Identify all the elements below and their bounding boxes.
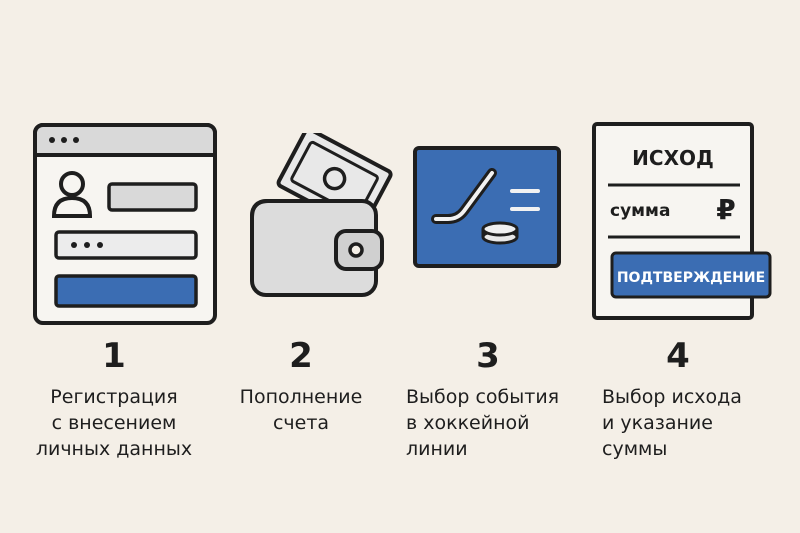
outcome-label: ИСХОД	[632, 146, 714, 170]
step-number: 4	[666, 336, 690, 376]
step-caption: Выбор исхода и указание суммы	[602, 386, 742, 460]
step-number: 3	[476, 336, 500, 376]
step-caption: Выбор события в хоккейной линии	[406, 386, 560, 460]
hockey-line-icon	[413, 146, 561, 268]
wallet-icon	[250, 133, 393, 297]
bet-slip-icon: ИСХОД сумма ₽ ПОДТВЕРЖДЕНИЕ	[592, 122, 772, 320]
step-1: 1 Регистрация с внесением личных данных	[14, 0, 217, 533]
step-4: ИСХОД сумма ₽ ПОДТВЕРЖДЕНИЕ 4 Выбор исхо…	[590, 0, 790, 533]
step-caption: Регистрация с внесением личных данных	[35, 386, 193, 460]
step-2: 2 Пополнение счета	[213, 0, 413, 533]
step-caption: Пополнение счета	[239, 386, 363, 434]
registration-form-icon	[33, 123, 217, 325]
confirm-button[interactable]	[610, 251, 772, 299]
step-number: 1	[102, 336, 126, 376]
confirm-button-label: ПОДТВЕРЖДЕНИЕ	[617, 270, 765, 286]
amount-label: сумма	[610, 201, 670, 221]
ruble-icon: ₽	[716, 193, 735, 226]
step-3: 3 Выбор события в хоккейной линии	[400, 0, 600, 533]
step-number: 2	[289, 336, 313, 376]
